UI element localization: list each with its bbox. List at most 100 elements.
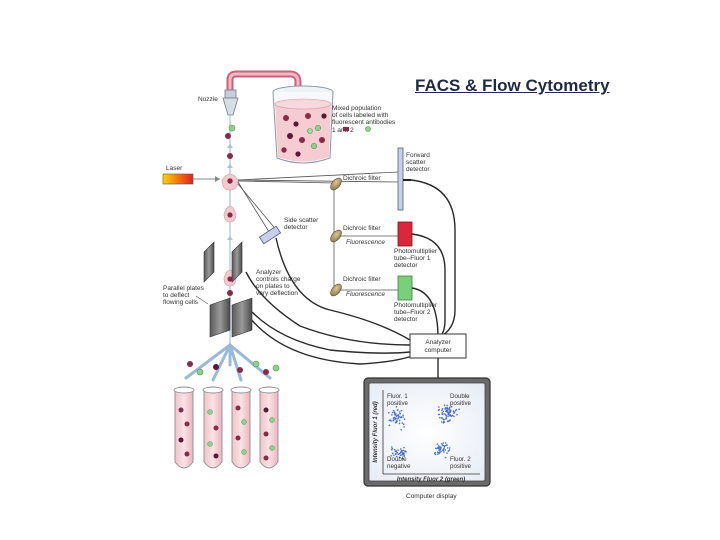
scatter-dot [390, 420, 392, 422]
dichroic-filter-2: Dichroic filter Fluorescence [330, 225, 385, 246]
scatter-dot [387, 411, 390, 414]
svg-text:Dichroic filter: Dichroic filter [343, 276, 381, 283]
svg-text:Side scatter: Side scatter [284, 217, 319, 224]
svg-text:detector: detector [394, 316, 418, 323]
svg-text:Fluorescence: Fluorescence [346, 291, 385, 298]
scatter-dot [453, 411, 456, 414]
scatter-dot [438, 406, 440, 408]
svg-text:scatter: scatter [406, 159, 426, 166]
svg-text:flowing cells: flowing cells [163, 299, 199, 306]
scatter-dot [390, 448, 393, 451]
scatter-dot [397, 453, 400, 456]
analyzer-charge-label: Analyzer controls charge on plates to va… [256, 269, 301, 297]
svg-text:Forward: Forward [406, 152, 430, 159]
scatter-dot [445, 416, 448, 418]
scatter-dot [442, 449, 444, 452]
laser: Laser [162, 165, 239, 191]
scatter-dot [393, 448, 396, 451]
svg-text:tube–Fluor 2: tube–Fluor 2 [394, 309, 431, 316]
scatter-dot [395, 455, 398, 458]
scatter-dot [435, 447, 438, 450]
pmt-fluor1-detector: Photomultiplier tube–Fluor 1 detector [394, 221, 438, 269]
svg-text:Nozzle: Nozzle [198, 96, 218, 103]
scatter-dot [447, 415, 449, 417]
scatter-dot [394, 413, 396, 415]
scatter-dot [458, 408, 461, 411]
svg-text:detector: detector [406, 166, 430, 173]
scatter-dot [446, 411, 449, 413]
scatter-dot [443, 445, 446, 447]
display-axis-labels: Intensity Fluor 1 (red) Intensity Fluor … [373, 401, 465, 483]
quadrant-labels: Fluor. 1 positive Double positive Double… [387, 393, 472, 470]
scatter-dot [394, 417, 397, 420]
scatter-dot [403, 455, 406, 458]
scatter-dot [403, 426, 405, 428]
svg-text:Photomultiplier: Photomultiplier [394, 248, 438, 255]
computer-display: Computer display [363, 377, 491, 500]
scatter-dot [400, 449, 403, 452]
scatter-dot [393, 416, 396, 419]
scatter-dot [403, 446, 405, 449]
scatter-dot [444, 413, 447, 416]
scatter-dot [441, 408, 444, 410]
scatter-dot [396, 451, 398, 454]
scatter-dot [456, 413, 458, 416]
svg-text:on plates to: on plates to [256, 283, 290, 290]
scatter-dot [395, 450, 397, 452]
svg-text:negative: negative [387, 463, 411, 470]
scatter-dot [399, 412, 401, 415]
svg-text:detector: detector [284, 224, 308, 231]
scatter-dot [439, 451, 441, 454]
scatter-dot [436, 443, 439, 445]
scatter-dot [441, 413, 444, 416]
svg-text:fluorescent antibodies: fluorescent antibodies [332, 119, 396, 126]
scatter-dot [447, 420, 449, 423]
scatter-dot [446, 407, 449, 410]
collection-tube-3 [230, 386, 252, 469]
scatter-dot [391, 414, 393, 416]
scatter-dot [403, 418, 406, 420]
svg-text:positive: positive [450, 400, 472, 407]
scatter-plot [387, 404, 461, 460]
scatter-dot [443, 451, 445, 453]
svg-text:vary deflection: vary deflection [256, 290, 298, 297]
svg-text:Fluor. 1: Fluor. 1 [387, 393, 408, 400]
scatter-dot [394, 453, 397, 455]
scatter-dot [451, 414, 454, 417]
scatter-dot [447, 409, 449, 411]
scatter-dot [448, 407, 450, 410]
scatter-dot [442, 418, 444, 420]
collection-tube-4 [258, 386, 280, 469]
svg-text:detector: detector [394, 262, 418, 269]
scatter-dot [388, 424, 391, 427]
scatter-dot [448, 449, 451, 451]
scatter-dot [452, 410, 455, 413]
scatter-dot [446, 444, 448, 447]
scatter-dot [448, 447, 451, 449]
sample-beaker [226, 70, 334, 164]
scatter-dot [397, 418, 399, 420]
scatter-dot [434, 452, 436, 455]
analyzer-computer: Analyzer computer [409, 333, 467, 359]
scatter-dot [437, 445, 440, 447]
scatter-dot [398, 422, 401, 425]
svg-text:Double: Double [450, 393, 470, 400]
pmt-fluor2-detector: Photomultiplier tube–Fluor 2 detector [394, 275, 438, 323]
scatter-dot [388, 419, 391, 422]
scatter-dot [403, 454, 405, 456]
svg-text:of cells labeled with: of cells labeled with [332, 112, 389, 119]
scatter-dot [444, 444, 447, 447]
forward-scatter-detector: Forward scatter detector [397, 147, 430, 211]
scatter-dot [391, 411, 394, 414]
svg-text:Dichroic filter: Dichroic filter [343, 225, 381, 232]
svg-text:Fluor. 2: Fluor. 2 [450, 456, 471, 463]
scatter-dot [441, 409, 443, 411]
scatter-dot [437, 453, 439, 456]
scatter-dot [402, 416, 404, 418]
svg-text:positive: positive [450, 463, 472, 470]
scatter-dot [393, 411, 396, 413]
nozzle: Nozzle [198, 89, 239, 116]
scatter-dot [438, 408, 441, 411]
dichroic-filter-3: Dichroic filter Fluorescence [330, 276, 385, 298]
svg-text:Analyzer: Analyzer [425, 339, 451, 346]
